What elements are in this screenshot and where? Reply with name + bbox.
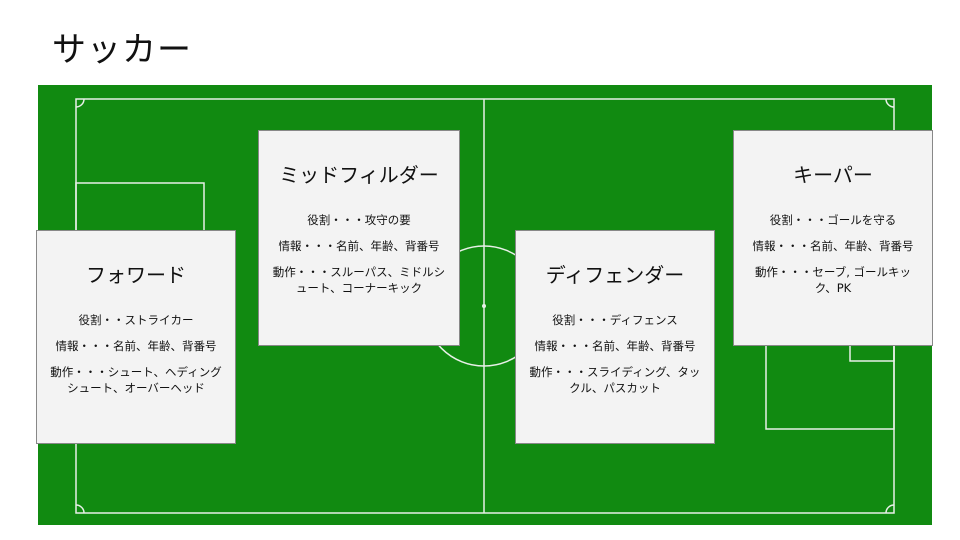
center-spot	[482, 304, 486, 308]
goalkeeper-role: 役割・・・ゴールを守る	[769, 213, 897, 227]
goalkeeper-name: キーパー	[793, 163, 873, 187]
forward-name: フォワード	[86, 263, 186, 287]
goalkeeper-action: 動作・・・セーブ, ゴールキック、PK	[754, 265, 912, 295]
forward-card: フォワード 役割・・ストライカー 情報・・・名前、年齢、背番号 動作・・・シュー…	[36, 230, 236, 444]
corner-arc-bottom-right	[885, 504, 895, 514]
defender-action: 動作・・・スライディング、タックル、パスカット	[529, 365, 701, 395]
corner-arc-top-left	[75, 98, 85, 108]
forward-role: 役割・・ストライカー	[78, 313, 194, 327]
midfielder-card: ミッドフィルダー 役割・・・攻守の要 情報・・・名前、年齢、背番号 動作・・・ス…	[258, 130, 460, 346]
defender-role: 役割・・・ディフェンス	[552, 313, 678, 327]
defender-info: 情報・・・名前、年齢、背番号	[534, 339, 696, 353]
goalkeeper-card: キーパー 役割・・・ゴールを守る 情報・・・名前、年齢、背番号 動作・・・セーブ…	[733, 130, 933, 346]
midfielder-info: 情報・・・名前、年齢、背番号	[278, 239, 440, 253]
goalkeeper-info: 情報・・・名前、年齢、背番号	[752, 239, 914, 253]
forward-action: 動作・・・シュート、ヘディングシュート、オーバーヘッド	[50, 365, 222, 395]
midfielder-name: ミッドフィルダー	[279, 163, 439, 187]
corner-arc-top-right	[885, 98, 895, 108]
page-title: サッカー	[52, 30, 192, 70]
defender-card: ディフェンダー 役割・・・ディフェンス 情報・・・名前、年齢、背番号 動作・・・…	[515, 230, 715, 444]
forward-info: 情報・・・名前、年齢、背番号	[55, 339, 217, 353]
midfielder-role: 役割・・・攻守の要	[307, 213, 411, 227]
midfielder-action: 動作・・・スルーパス、ミドルシュート、コーナーキック	[272, 265, 446, 295]
corner-arc-bottom-left	[75, 504, 85, 514]
defender-name: ディフェンダー	[545, 263, 685, 287]
